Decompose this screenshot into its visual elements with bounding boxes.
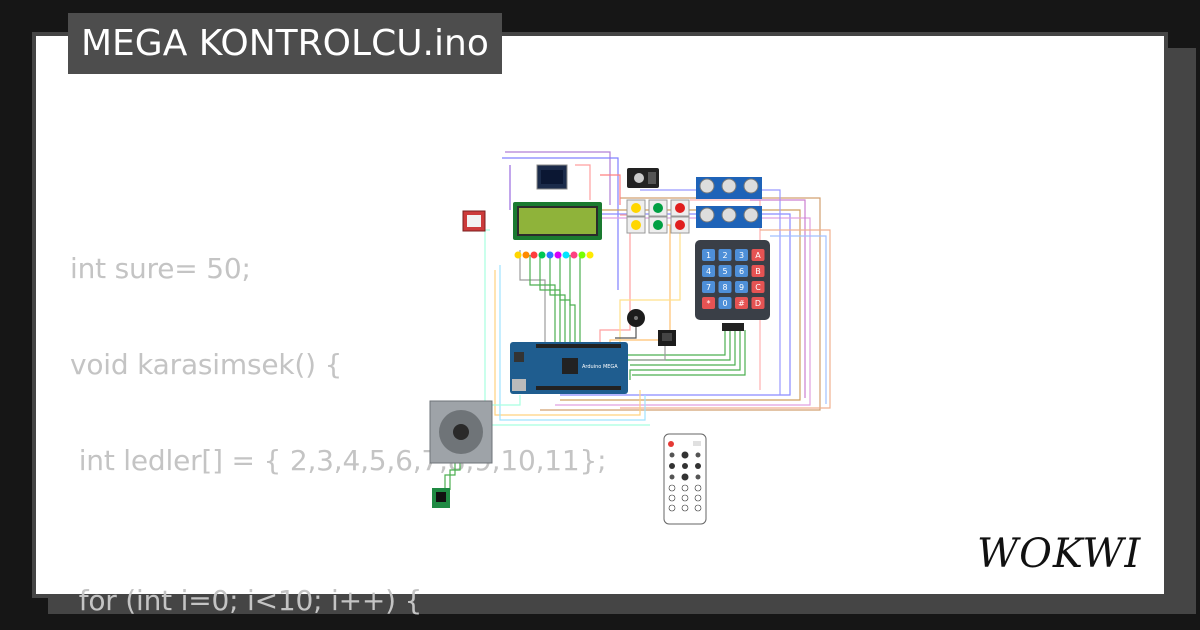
keypad-key-label: 5 (722, 267, 727, 276)
keypad-key[interactable] (718, 281, 732, 293)
keypad-key[interactable] (702, 281, 715, 293)
preview-card: int sure= 50; void karasimsek() { int le… (32, 32, 1168, 617)
oled-display (536, 164, 568, 190)
keypad-key[interactable] (718, 297, 732, 309)
keypad-key-label: 8 (722, 283, 727, 292)
keypad-key-label: 7 (706, 283, 711, 292)
project-title[interactable]: MEGA KONTROLCU.ino (68, 13, 502, 74)
keypad-key-label: A (755, 251, 761, 260)
stepper-driver (432, 488, 450, 508)
keypad-key[interactable] (751, 265, 765, 277)
sd-card-module (462, 210, 486, 232)
stepper-motor (429, 400, 493, 464)
code-line-4: for (int i=0; i<10; i++) { (70, 584, 423, 617)
keypad-key-label: D (755, 299, 761, 308)
keypad-key-label: B (755, 267, 761, 276)
keypad-key-label: 6 (739, 267, 744, 276)
keypad-key[interactable] (718, 265, 732, 277)
keypad-key[interactable] (702, 265, 715, 277)
keypad-key-label: 2 (722, 251, 727, 260)
keypad-key[interactable] (735, 249, 748, 261)
ir-remote (663, 433, 707, 525)
keypad-key[interactable] (735, 297, 748, 309)
keypad-key-label: 4 (706, 267, 711, 276)
keypad-key[interactable] (718, 249, 732, 261)
keypad-key-label: C (755, 283, 761, 292)
arduino-mega-board: Arduino MEGA (510, 342, 628, 394)
keypad-key-label: 0 (722, 299, 727, 308)
wokwi-logo-text: WOKWI (977, 531, 1141, 577)
lcd-display (513, 202, 602, 240)
buzzer (627, 309, 645, 327)
board-label: Arduino MEGA (582, 364, 618, 370)
ir-receiver-module (658, 330, 676, 346)
keypad-key[interactable] (735, 281, 748, 293)
keypad-key[interactable] (751, 281, 765, 293)
keypad-key-label: 9 (739, 283, 744, 292)
code-line-2: void karasimsek() { (70, 348, 343, 381)
keypad-key[interactable] (751, 249, 765, 261)
wokwi-logo[interactable]: WOKWI (975, 527, 1155, 579)
keypad-key[interactable] (702, 249, 715, 261)
button-led-grid (626, 199, 690, 234)
keypad-key-label: * (707, 299, 711, 308)
keypad: 1 2 3 A 4 5 6 B 7 8 9 C * 0 # D (695, 240, 770, 331)
led-row (514, 251, 594, 259)
potentiometer-grid (696, 177, 762, 228)
rtc-module (627, 168, 659, 188)
keypad-key[interactable] (751, 297, 765, 309)
keypad-key[interactable] (735, 265, 748, 277)
keypad-key[interactable] (702, 297, 715, 309)
keypad-key-label: 1 (706, 251, 711, 260)
keypad-keys: 1 2 3 A 4 5 6 B 7 8 9 C * 0 # D (702, 249, 765, 309)
keypad-key-label: 3 (739, 251, 744, 260)
keypad-key-label: # (738, 299, 745, 308)
code-line-1: int sure= 50; (70, 252, 251, 285)
